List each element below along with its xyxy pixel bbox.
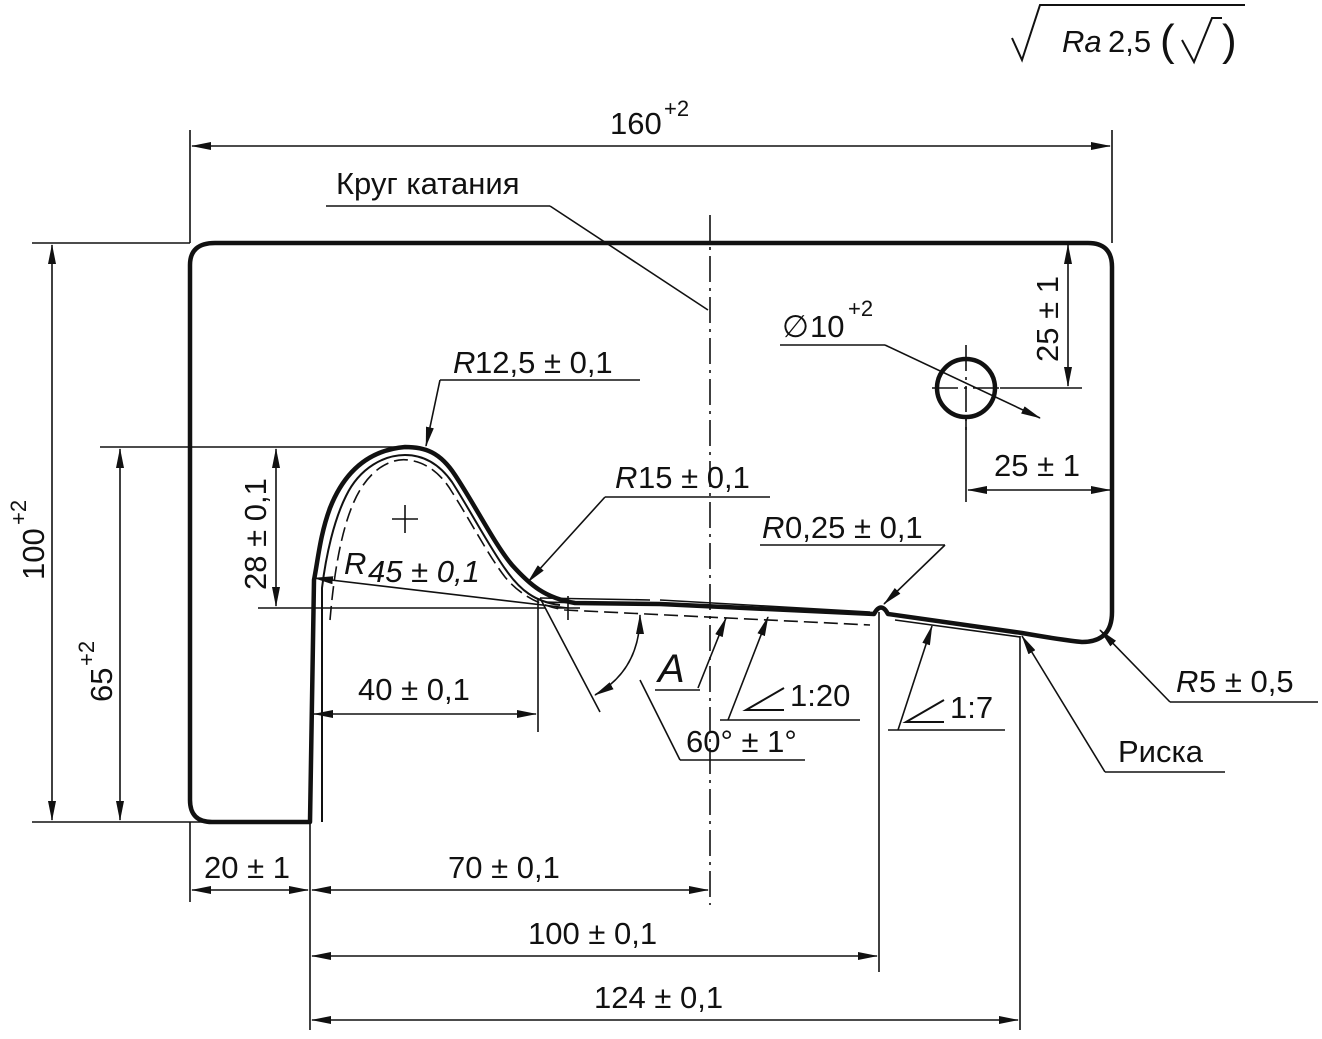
r45-letter: R [344,546,366,581]
taper-7-value: 1:7 [950,690,993,725]
hole-diameter-tolerance: +2 [848,296,873,321]
r12-leader-arrow [425,379,441,447]
dim-hole-horizontal-value: 25 ± 1 [994,448,1080,483]
dim-40-value: 40 ± 0,1 [358,672,470,707]
hole-diameter-symbol: ∅ [782,309,809,344]
r12-letter: R [453,345,475,380]
r45-value: 45 ± 0,1 [368,554,480,589]
rolling-circle-label: Круг катания [336,166,520,201]
angle-arc [594,614,644,696]
dim-65-value: 65 [84,668,119,702]
taper-7-leader [897,625,933,731]
dim-100-bottom-value: 100 ± 0,1 [528,916,657,951]
view-a-letter: A [656,647,685,691]
taper-20-leader [727,616,769,721]
dim-65-tolerance: +2 [74,641,99,666]
angle-ref-line [539,597,601,713]
taper-7-symbol [902,699,945,723]
inner-profile-dashed [329,458,871,626]
r45-leader-arrow [313,576,569,609]
r5-letter: R [1176,664,1198,699]
angle-leader-1 [639,679,681,761]
angle-value: 60° ± 1° [686,724,797,759]
mounting-hole [934,356,998,420]
r025-leader-arrow [883,544,946,605]
roughness-prefix: Ra [1062,24,1102,59]
roughness-paren-close: ) [1222,16,1237,65]
view-a-leader [697,617,727,689]
template-outline [187,240,1115,825]
dim-160-value: 160 [610,106,662,141]
r15-letter: R [615,460,637,495]
roughness-paren-open: ( [1160,16,1175,65]
tread-hatch-4 [894,619,1021,638]
r15-value: 15 ± 0,1 [638,460,750,495]
mark-label: Риска [1118,734,1204,769]
dim-hole-vertical-value: 25 ± 1 [1030,276,1065,362]
dim-20-value: 20 ± 1 [204,850,290,885]
hole-diameter-value: 10 [810,309,844,344]
taper-20-symbol [742,687,785,711]
tread-hatch-3 [659,599,871,613]
dim-70-value: 70 ± 0,1 [448,850,560,885]
dim-28-value: 28 ± 0,1 [238,478,273,590]
mark-leader-arrow [1021,635,1106,773]
hole-leader-diagonal [884,344,1041,419]
r025-letter: R [762,510,784,545]
tread-hatch-1 [539,597,651,601]
r15-leader-arrow [527,496,606,583]
inner-profile-line [321,454,561,822]
r025-value: 0,25 ± 0,1 [785,510,923,545]
tread-hatch-2 [544,601,651,606]
r5-leader-arrow [1099,629,1171,703]
rolling-circle-leader-diagonal [549,205,709,311]
dim-124-value: 124 ± 0,1 [594,980,723,1015]
roughness-inner-check [1181,17,1222,65]
dim-160-tolerance: +2 [664,96,689,121]
dim-100-tolerance: +2 [6,500,31,525]
r5-value: 5 ± 0,5 [1199,664,1294,699]
roughness-root-symbol [1011,4,1245,63]
r12-value: 12,5 ± 0,1 [475,345,613,380]
dim-100-value: 100 [16,528,51,580]
roughness-value: 2,5 [1108,24,1151,59]
taper-20-value: 1:20 [790,678,850,713]
